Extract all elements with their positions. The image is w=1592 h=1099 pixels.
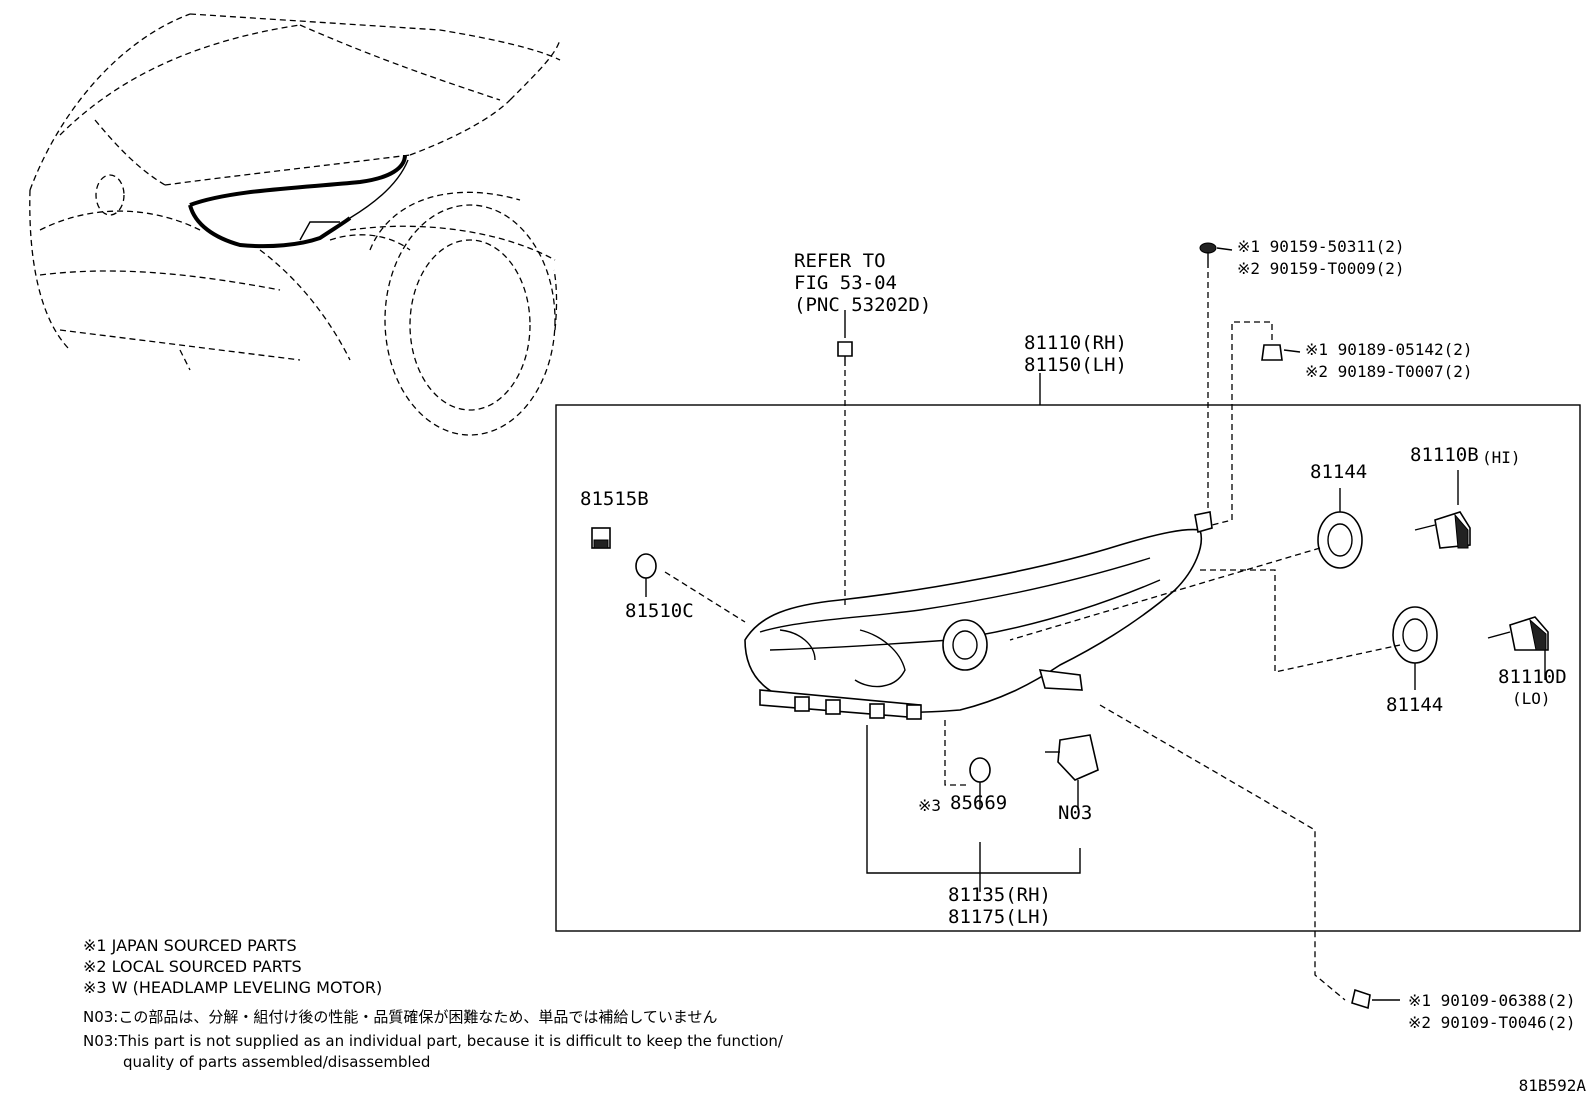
leveling-motor-n03 (1045, 734, 1099, 781)
unit-lh-label: 81175(LH) (948, 906, 1051, 928)
n03-label: N03 (1058, 802, 1093, 824)
part-81144-top-label: 81144 (1310, 461, 1368, 483)
nut-local-label: ※2 90189-T0007(2) (1305, 362, 1473, 381)
socket-81144-bottom (1392, 606, 1438, 664)
bolt-90109 (1351, 988, 1371, 1010)
part-81515b-label: 81515B (580, 488, 649, 510)
vehicle-front-illustration (29, 13, 561, 436)
part-81510c-label: 81510C (625, 600, 694, 622)
note-n03-english-cont: quality of parts assembled/disassembled (123, 1053, 431, 1071)
socket-81144-top (1317, 511, 1363, 569)
o-ring-85669 (969, 757, 991, 783)
note-leveling-motor: ※3 W (HEADLAMP LEVELING MOTOR) (83, 978, 383, 997)
figure-code: 81B592A (1518, 1076, 1586, 1095)
part-81110d-label: 81110D (1498, 666, 1567, 688)
note-japan-sourced: ※1 JAPAN SOURCED PARTS (83, 936, 297, 955)
assy-lh-label: 81150(LH) (1024, 354, 1127, 376)
screw-local-label: ※2 90159-T0009(2) (1237, 259, 1405, 278)
part-81110d-lo-label: (LO) (1512, 689, 1551, 708)
unit-rh-label: 81135(RH) (948, 884, 1051, 906)
part-81510c-bulb (635, 553, 657, 579)
screw-japan-label: ※1 90159-50311(2) (1237, 237, 1405, 256)
note-local-sourced: ※2 LOCAL SOURCED PARTS (83, 957, 302, 976)
bolt-japan-label: ※1 90109-06388(2) (1408, 991, 1576, 1010)
part-85669-label: 85669 (950, 792, 1008, 814)
part-81515b-clip (591, 527, 611, 549)
note-n03-japanese: N03:この部品は、分解・組付け後の性能・品質確保が困難なため、単品では補給して… (83, 1008, 718, 1026)
refer-fig-label: FIG 53-04 (794, 272, 897, 294)
bulb-81110d-lo (1487, 616, 1549, 651)
nut-90189 (1261, 344, 1283, 361)
note-n03-english: N03:This part is not supplied as an indi… (83, 1032, 783, 1050)
screw-90159 (1199, 242, 1217, 268)
headlamp-assembly (744, 511, 1213, 720)
refer-bolt (837, 341, 853, 366)
bolt-local-label: ※2 90109-T0046(2) (1408, 1013, 1576, 1032)
part-81110b-label: 81110B (1410, 444, 1479, 466)
refer-to-label: REFER TO (794, 250, 886, 272)
assembly-frame (555, 404, 1581, 932)
part-81144-bottom-label: 81144 (1386, 694, 1444, 716)
part-85669-mark: ※3 (918, 796, 942, 815)
bulb-81110b-hi (1414, 511, 1471, 549)
assy-rh-label: 81110(RH) (1024, 332, 1127, 354)
nut-japan-label: ※1 90189-05142(2) (1305, 340, 1473, 359)
refer-pnc-label: (PNC 53202D) (794, 294, 932, 316)
part-81110b-hi-label: (HI) (1482, 448, 1521, 467)
